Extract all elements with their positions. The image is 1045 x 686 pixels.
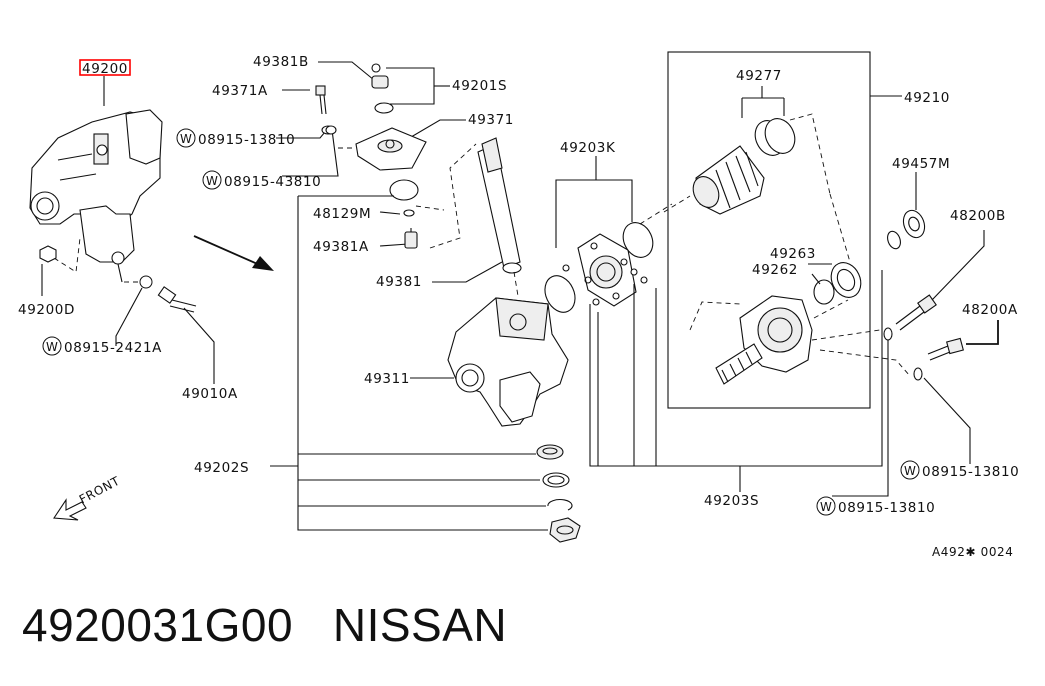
washer-icon: W <box>206 174 218 188</box>
label-49371[interactable]: 49371 <box>468 112 514 128</box>
sector-shaft <box>715 295 813 385</box>
label-49202S[interactable]: 49202S <box>194 460 249 476</box>
label-49203S[interactable]: 49203S <box>704 493 759 509</box>
gear-housing-49311 <box>447 297 569 427</box>
label-49277[interactable]: 49277 <box>736 68 782 84</box>
valve-body-flange <box>577 233 637 307</box>
front-arrow <box>53 498 87 521</box>
cover-49371 <box>355 127 427 171</box>
bolt-49010A <box>157 286 197 313</box>
diagram-reference: A492✱ 0024 <box>932 545 1014 559</box>
bolt-48200B <box>895 294 937 331</box>
label-49262[interactable]: 49262 <box>752 262 798 278</box>
label-49381B[interactable]: 49381B <box>253 54 309 70</box>
nut-49381B <box>371 63 389 89</box>
label-08915-13810-top[interactable]: 08915-13810 <box>198 132 295 148</box>
washer-49201S <box>374 102 394 114</box>
bolt-49371A <box>315 85 327 115</box>
part-number: 4920031G00 <box>22 599 294 651</box>
label-49210[interactable]: 49210 <box>904 90 950 106</box>
box-49210 <box>667 51 871 409</box>
label-49457M[interactable]: 49457M <box>892 156 950 172</box>
highlight-box <box>79 59 131 76</box>
label-48200B[interactable]: 48200B <box>950 208 1006 224</box>
label-08915-13810-right[interactable]: 08915-13810 <box>922 464 1019 480</box>
label-48129M[interactable]: 48129M <box>313 206 371 222</box>
label-08915-13810-bottom[interactable]: 08915-13810 <box>838 500 935 516</box>
o-ring <box>389 179 419 201</box>
label-49381A[interactable]: 49381A <box>313 239 369 255</box>
nut-49200D <box>39 245 57 263</box>
label-49311[interactable]: 49311 <box>364 371 410 387</box>
washer-icon: W <box>904 464 916 478</box>
part-number-caption: 4920031G00 NISSAN <box>22 598 507 652</box>
washer-icon: W <box>180 132 192 146</box>
washer-icon: W <box>46 340 58 354</box>
label-front: FRONT <box>77 474 122 507</box>
washer-icon: W <box>820 500 832 514</box>
nut-48129M <box>403 209 415 217</box>
control-valve <box>692 145 765 215</box>
gasket <box>544 275 576 313</box>
brand-name: NISSAN <box>332 599 508 651</box>
label-08915-43810[interactable]: 08915-43810 <box>224 174 321 190</box>
label-49201S[interactable]: 49201S <box>452 78 507 94</box>
valve-shaft-49381 <box>477 137 522 274</box>
label-49200D[interactable]: 49200D <box>18 302 75 318</box>
label-48200A[interactable]: 48200A <box>962 302 1018 318</box>
steering-gear-assembly <box>29 109 163 283</box>
label-49263[interactable]: 49263 <box>770 246 816 262</box>
bolt-48200A <box>927 337 964 361</box>
label-49381[interactable]: 49381 <box>376 274 422 290</box>
label-assembly[interactable]: 49200 <box>82 61 128 77</box>
label-49203K[interactable]: 49203K <box>560 140 616 156</box>
label-08915-2421A[interactable]: 08915-2421A <box>64 340 162 356</box>
label-49371A[interactable]: 49371A <box>212 83 268 99</box>
label-49010A[interactable]: 49010A <box>182 386 238 402</box>
screw-49381A <box>404 228 418 249</box>
seal-rings-49202S <box>536 444 581 543</box>
